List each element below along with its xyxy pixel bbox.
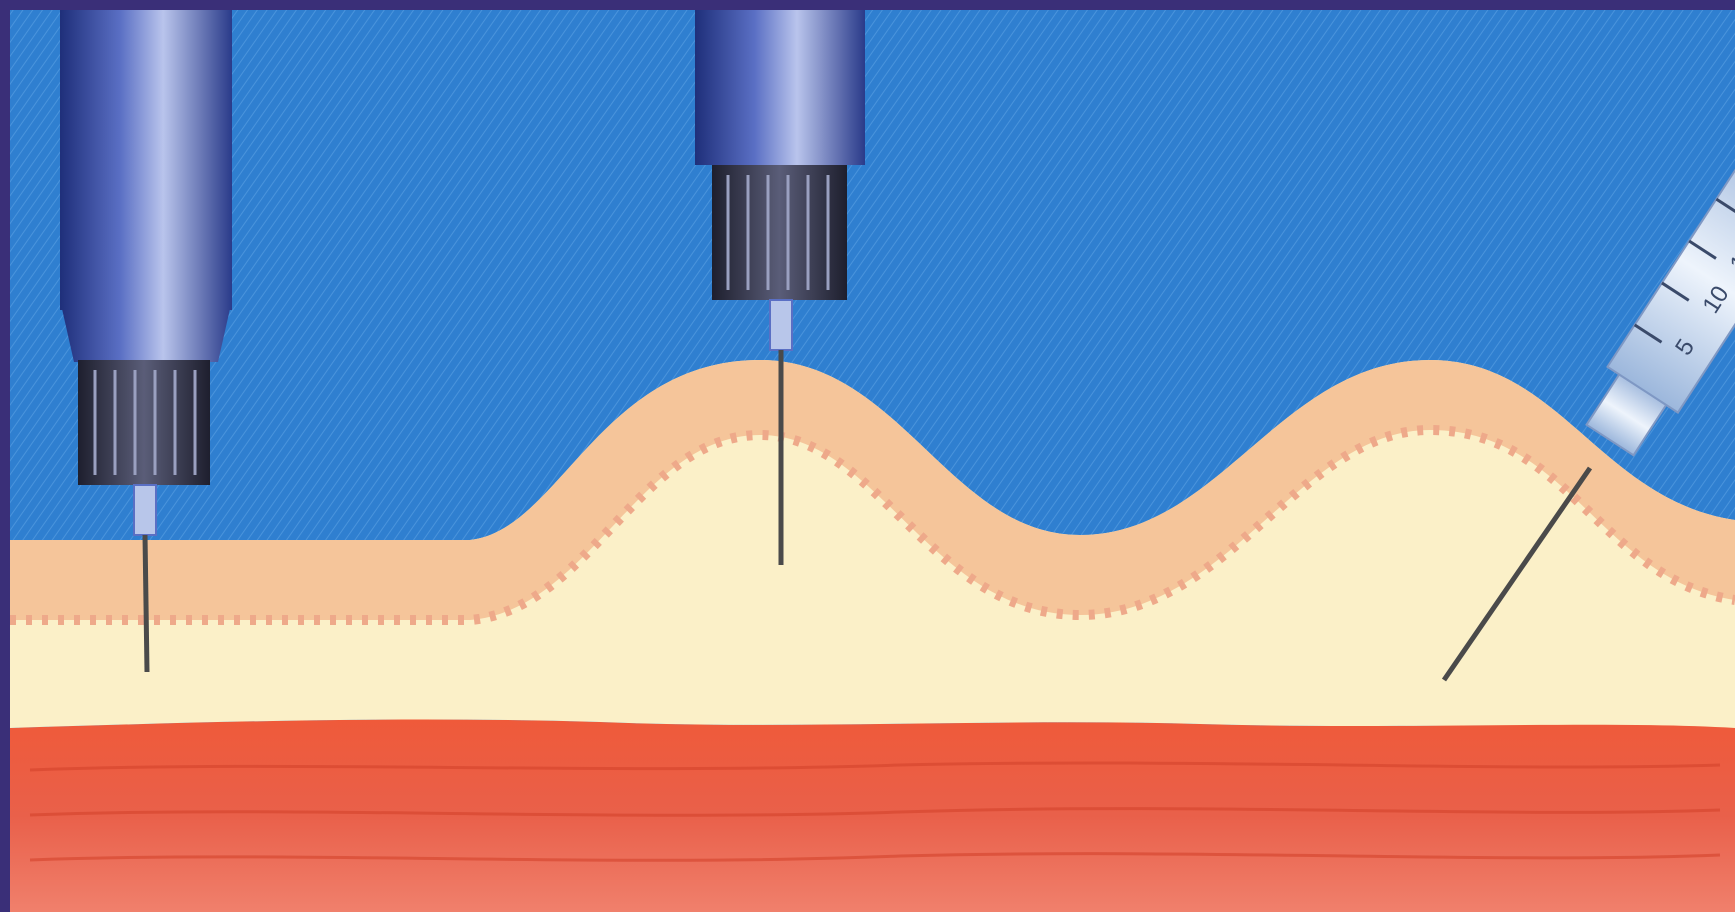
muscle-layer [10, 720, 1735, 912]
